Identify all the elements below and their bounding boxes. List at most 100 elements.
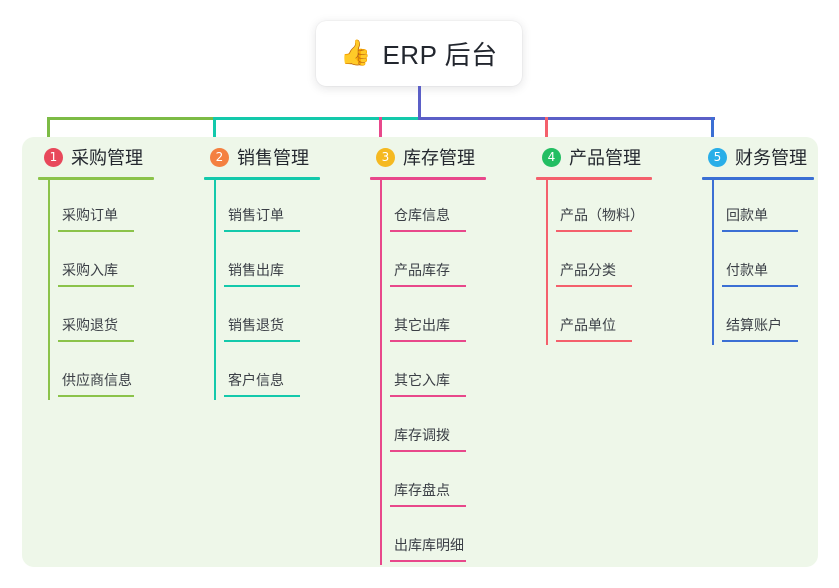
leaf-spine-2	[214, 180, 216, 400]
bus-segment-blue	[418, 117, 715, 120]
branch-column-4: 4 产品管理产品（物料）产品分类产品单位	[528, 143, 678, 345]
branch-title-2: 销售管理	[237, 148, 309, 168]
leaf-item[interactable]: 客户信息	[196, 345, 346, 400]
leaf-item-underline	[390, 560, 466, 562]
leaf-item-underline	[390, 450, 466, 452]
bus-segment-green	[47, 117, 213, 120]
leaf-item-label: 库存调拨	[394, 427, 450, 443]
leaf-item[interactable]: 产品库存	[362, 235, 512, 290]
branch-column-3: 3 库存管理仓库信息产品库存其它出库其它入库库存调拨库存盘点出库库明细	[362, 143, 512, 565]
branch-header-1[interactable]: 1 采购管理	[30, 143, 180, 171]
branch-title-1: 采购管理	[71, 148, 143, 168]
leaf-item[interactable]: 出库库明细	[362, 510, 512, 565]
branch-column-5: 5 财务管理回款单付款单结算账户	[694, 143, 834, 345]
branch-header-2[interactable]: 2 销售管理	[196, 143, 346, 171]
branch-header-3[interactable]: 3 库存管理	[362, 143, 512, 171]
leaf-item-underline	[224, 340, 300, 342]
branch-title-5: 财务管理	[735, 148, 807, 168]
leaf-item[interactable]: 回款单	[694, 180, 834, 235]
leaf-item-underline	[556, 285, 632, 287]
leaf-item-underline	[390, 285, 466, 287]
bus-segment-teal	[213, 117, 421, 120]
leaf-item-label: 库存盘点	[394, 482, 450, 498]
branch-badge-1: 1	[44, 147, 63, 167]
branch-underline-2	[204, 177, 320, 180]
leaf-item[interactable]: 采购订单	[30, 180, 180, 235]
leaf-spine-4	[546, 180, 548, 345]
branch-column-2: 2 销售管理销售订单销售出库销售退货客户信息	[196, 143, 346, 400]
leaf-item[interactable]: 其它出库	[362, 290, 512, 345]
leaf-item-underline	[58, 285, 134, 287]
branch-drop-5	[711, 117, 714, 147]
leaf-item-label: 销售出库	[228, 262, 284, 278]
root-node-content: 👍 ERP 后台	[340, 35, 497, 72]
leaf-item[interactable]: 销售订单	[196, 180, 346, 235]
leaf-item[interactable]: 产品分类	[528, 235, 678, 290]
branch-badge-2: 2	[210, 147, 229, 167]
leaf-item-label: 客户信息	[228, 372, 284, 388]
leaf-item[interactable]: 销售退货	[196, 290, 346, 345]
leaf-item-label: 销售订单	[228, 207, 284, 223]
leaf-item-label: 供应商信息	[62, 372, 132, 388]
leaf-list-4: 产品（物料）产品分类产品单位	[528, 180, 678, 345]
branch-badge-4: 4	[542, 147, 561, 167]
root-node-title: ERP 后台	[382, 40, 498, 70]
root-node[interactable]: 👍 ERP 后台	[316, 21, 522, 86]
leaf-item[interactable]: 采购退货	[30, 290, 180, 345]
branch-header-4[interactable]: 4 产品管理	[528, 143, 678, 171]
leaf-item[interactable]: 付款单	[694, 235, 834, 290]
branch-drop-3	[379, 117, 382, 147]
leaf-list-2: 销售订单销售出库销售退货客户信息	[196, 180, 346, 400]
thumbs-up-icon: 👍	[340, 39, 372, 67]
branch-badge-5: 5	[708, 147, 727, 167]
leaf-item-underline	[722, 340, 798, 342]
leaf-item-underline	[390, 340, 466, 342]
leaf-item-label: 采购退货	[62, 317, 118, 333]
branch-column-1: 1 采购管理采购订单采购入库采购退货供应商信息	[30, 143, 180, 400]
leaf-spine-5	[712, 180, 714, 345]
leaf-item[interactable]: 库存盘点	[362, 455, 512, 510]
branch-drop-4	[545, 117, 548, 147]
leaf-item-underline	[58, 230, 134, 232]
leaf-item-underline	[556, 340, 632, 342]
branch-panel	[22, 137, 818, 567]
leaf-item-label: 产品库存	[394, 262, 450, 278]
leaf-item-underline	[390, 505, 466, 507]
branch-title-3: 库存管理	[403, 148, 475, 168]
branch-badge-3: 3	[376, 147, 395, 167]
leaf-item-underline	[224, 230, 300, 232]
leaf-item-underline	[390, 230, 466, 232]
branch-drop-1	[47, 117, 50, 147]
branch-underline-1	[38, 177, 154, 180]
leaf-item-label: 回款单	[726, 207, 768, 223]
branch-header-5[interactable]: 5 财务管理	[694, 143, 834, 171]
leaf-item-underline	[722, 230, 798, 232]
leaf-item-label: 销售退货	[228, 317, 284, 333]
leaf-item[interactable]: 销售出库	[196, 235, 346, 290]
leaf-item-label: 采购入库	[62, 262, 118, 278]
leaf-item[interactable]: 供应商信息	[30, 345, 180, 400]
leaf-item[interactable]: 库存调拨	[362, 400, 512, 455]
leaf-item-underline	[390, 395, 466, 397]
leaf-item-underline	[224, 285, 300, 287]
leaf-item[interactable]: 采购入库	[30, 235, 180, 290]
leaf-item-label: 其它入库	[394, 372, 450, 388]
branch-underline-4	[536, 177, 652, 180]
root-stem	[418, 86, 421, 120]
leaf-item[interactable]: 仓库信息	[362, 180, 512, 235]
leaf-item-underline	[58, 340, 134, 342]
leaf-list-1: 采购订单采购入库采购退货供应商信息	[30, 180, 180, 400]
branch-title-4: 产品管理	[569, 148, 641, 168]
leaf-item[interactable]: 结算账户	[694, 290, 834, 345]
leaf-item[interactable]: 产品单位	[528, 290, 678, 345]
leaf-item-underline	[556, 230, 632, 232]
leaf-item-label: 结算账户	[726, 317, 782, 333]
leaf-item-label: 产品单位	[560, 317, 616, 333]
leaf-spine-1	[48, 180, 50, 400]
leaf-spine-3	[380, 180, 382, 565]
branch-drop-2	[213, 117, 216, 147]
leaf-item[interactable]: 其它入库	[362, 345, 512, 400]
leaf-item-label: 出库库明细	[394, 537, 464, 553]
leaf-item[interactable]: 产品（物料）	[528, 180, 678, 235]
